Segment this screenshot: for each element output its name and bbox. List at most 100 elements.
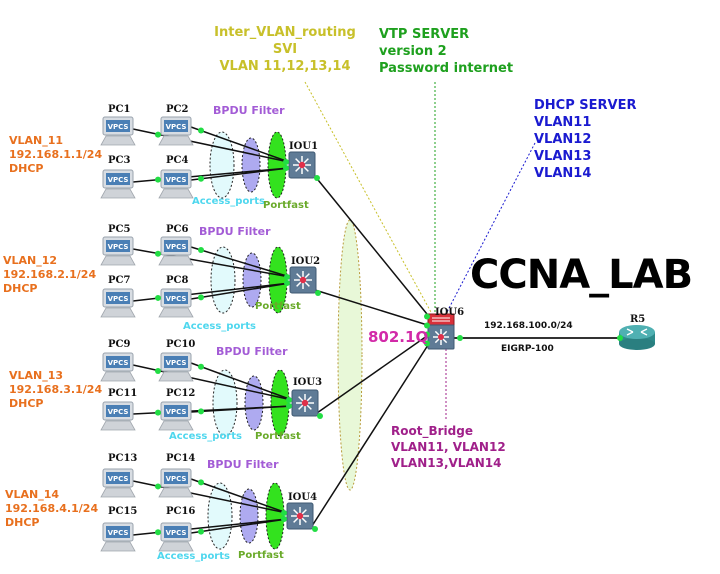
access-switch-label: IOU4 (288, 492, 318, 503)
pc-vpcs-node: VPCS (100, 236, 136, 266)
vlan-id: VLAN_12 (3, 254, 58, 267)
link-endpoint-dot (312, 526, 318, 532)
pc-label: PC2 (166, 104, 189, 115)
pc-vpcs-node: VPCS (158, 236, 194, 266)
portfast-ellipse (265, 482, 285, 550)
pc-badge: VPCS (166, 176, 187, 184)
pc-label: PC12 (166, 388, 196, 399)
switch-core-dot (301, 399, 309, 407)
pc-label: PC11 (108, 388, 138, 399)
pc-badge: VPCS (108, 475, 129, 483)
link-endpoint-dot (284, 280, 290, 286)
pc-keyboard-base (100, 307, 136, 318)
link-endpoint-dot (424, 331, 430, 338)
pc-screen (164, 405, 188, 417)
lab-title: CCNA_LAB (470, 252, 693, 298)
link-endpoint-dot (424, 340, 430, 347)
pc-keyboard-base (158, 487, 194, 498)
access-switch-label: IOU2 (291, 256, 321, 267)
access-ports-ellipse (212, 369, 238, 437)
trunk-uplink (311, 343, 430, 527)
access-link (190, 282, 291, 300)
pc-vpcs-node: VPCS (100, 401, 136, 431)
vtp-note-line: Password internet (379, 61, 514, 76)
pc-keyboard-base (100, 541, 136, 552)
portfast-label: Portfast (255, 301, 301, 312)
portfast-label: Portfast (255, 431, 301, 442)
vlan-id: VLAN_13 (9, 369, 64, 382)
access-ports-label: Access_ports (183, 321, 256, 332)
pc-screen (106, 120, 130, 132)
pc-label: PC4 (166, 155, 189, 166)
vlan-id: VLAN_11 (9, 134, 64, 147)
pc-screen (106, 472, 130, 484)
vlan-info: VLAN_11 192.168.1.1/24 DHCP (9, 134, 102, 176)
pc-keyboard-base (158, 188, 194, 199)
trunk-uplink (316, 333, 430, 414)
dhcp-note-line: VLAN14 (534, 166, 592, 181)
pc-screen (164, 526, 188, 538)
link-endpoint-dot (198, 408, 204, 415)
access-link (190, 518, 288, 534)
pc-screen (106, 292, 130, 304)
vlan-subnet: 192.168.2.1/24 (3, 268, 97, 281)
pc-screen (106, 356, 130, 368)
pc-vpcs-node: VPCS (158, 116, 194, 146)
pc-badge: VPCS (108, 408, 129, 416)
pc-label: PC15 (108, 506, 138, 517)
access-ports-label: Access_ports (157, 551, 230, 562)
pc-label: PC14 (166, 453, 196, 464)
trunk-label: 802.1Q (368, 328, 429, 346)
pc-keyboard-base (100, 420, 136, 431)
link-endpoint-dot (198, 247, 204, 253)
pc-badge: VPCS (108, 243, 129, 251)
access-link (190, 405, 293, 413)
vtp-server-note: VTP SERVER version 2 Password internet (379, 26, 513, 77)
pc-keyboard-base (158, 307, 194, 318)
pc-keyboard-base (100, 487, 136, 498)
pc-keyboard-base (100, 255, 136, 266)
pc-screen (164, 356, 188, 368)
pc-screen (106, 173, 130, 185)
access-link (190, 167, 290, 181)
pc-label: PC3 (108, 155, 131, 166)
pc-screen (164, 240, 188, 252)
portfast-label: Portfast (238, 550, 284, 561)
pc-badge: VPCS (108, 295, 129, 303)
pc-vpcs-node: VPCS (158, 522, 194, 552)
switch-core-dot (299, 276, 307, 284)
pc-badge: VPCS (108, 123, 129, 131)
vlan-addressing-mode: DHCP (3, 282, 38, 295)
pc-screen (164, 120, 188, 132)
pc-vpcs-node: VPCS (100, 169, 136, 199)
link-endpoint-dot (155, 367, 161, 374)
pc-vpcs-node: VPCS (100, 288, 136, 318)
pc-vpcs-node: VPCS (158, 288, 194, 318)
core-switch-icon (427, 313, 455, 350)
bpdu-filter-ellipse (241, 137, 261, 193)
pc-label: PC8 (166, 275, 189, 286)
wan-subnet-label: 192.168.100.0/24 (484, 321, 573, 331)
link-endpoint-dot (283, 165, 289, 171)
bpdu-filter-label: BPDU Filter (207, 458, 279, 471)
pc-keyboard-base (100, 135, 136, 146)
link-endpoint-dot (198, 479, 204, 486)
pc-badge: VPCS (166, 295, 187, 303)
vlan-info: VLAN_13 192.168.3.1/24 DHCP (9, 369, 102, 411)
pc-keyboard-base (158, 371, 194, 382)
link-endpoints-layer (155, 127, 623, 536)
pc-badge: VPCS (166, 123, 187, 131)
bpdu-filter-ellipse (242, 252, 262, 308)
bpdu-filter-ellipse (239, 488, 259, 544)
pc-vpcs-node: VPCS (158, 401, 194, 431)
root-bridge-note-line: VLAN13,VLAN14 (391, 456, 502, 470)
link-endpoint-dot (284, 274, 290, 280)
routing-protocol-label: EIGRP-100 (501, 344, 554, 354)
bpdu-filter-label: BPDU Filter (216, 345, 288, 358)
root-bridge-note-line: Root_Bridge (391, 424, 473, 438)
access-switch-label: IOU3 (293, 377, 323, 388)
pc-label: PC6 (166, 224, 189, 235)
pc-vpcs-node: VPCS (100, 522, 136, 552)
core-switch-label: IOU6 (435, 307, 465, 318)
dhcp-note-line: VLAN11 (534, 115, 592, 130)
